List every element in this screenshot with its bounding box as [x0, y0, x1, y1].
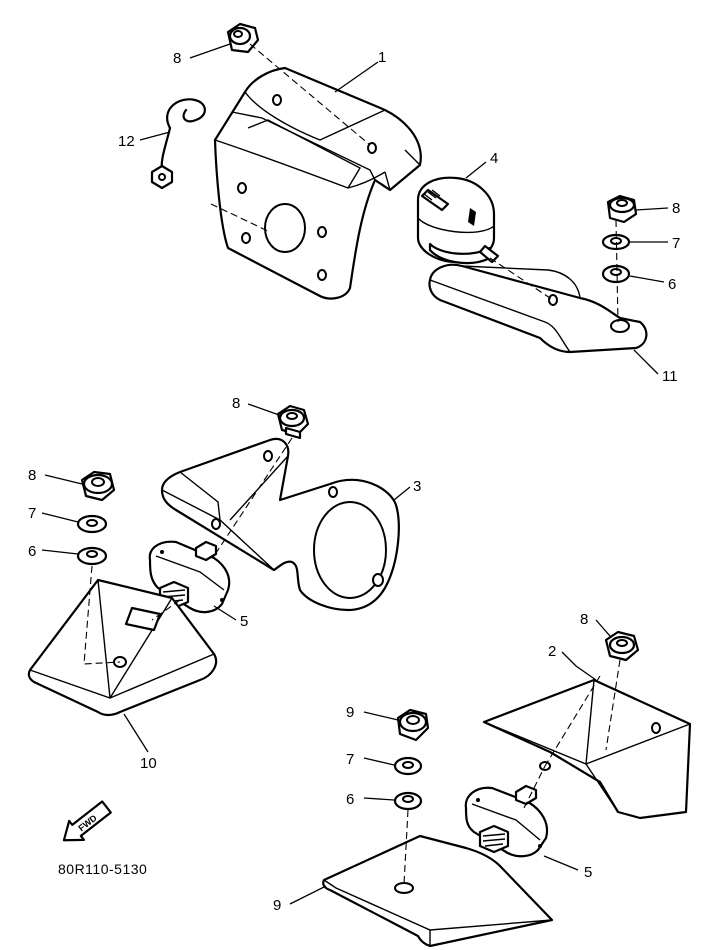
leader-lines [41, 43, 669, 905]
part-6-washer-bottom-left [393, 791, 423, 811]
part-label-7: 7 [672, 235, 680, 252]
part-11-bracket [428, 263, 648, 354]
part-labels: 8 1 12 4 8 7 6 11 8 3 8 7 6 5 10 8 2 9 7… [28, 49, 680, 914]
part-label-6: 6 [28, 543, 36, 560]
part-label-2: 2 [548, 643, 556, 660]
part-label-11: 11 [662, 368, 678, 385]
part-label-7: 7 [346, 751, 354, 768]
part-label-8: 8 [232, 395, 240, 412]
part-label-8: 8 [28, 467, 36, 484]
part-label-9: 9 [273, 897, 281, 914]
part-label-5: 5 [584, 864, 592, 881]
part-5-damper-middle [148, 540, 231, 614]
part-8-nut-bottom-right [604, 630, 640, 662]
part-7-washer-bottom-left [393, 756, 423, 776]
part-5-damper-bottom [464, 784, 549, 858]
part-label-7: 7 [28, 505, 36, 522]
part-label-10: 10 [140, 755, 157, 772]
part-label-6: 6 [346, 791, 354, 808]
part-label-8: 9 [346, 704, 354, 721]
part-8-nut-top-right [606, 194, 638, 224]
drawing-code: 80R110-5130 [58, 861, 147, 877]
part-label-4: 4 [490, 150, 498, 167]
part-8-nut-middle-left [80, 470, 116, 502]
part-6-washer-top-right [601, 264, 631, 284]
part-10-tray-bracket [27, 578, 218, 717]
part-6-washer-middle-left [76, 546, 108, 566]
fwd-arrow-icon: FWD [62, 800, 112, 842]
part-8-nut-middle-top [276, 404, 310, 440]
part-label-8: 8 [580, 611, 588, 628]
part-label-5: 5 [240, 613, 248, 630]
part-12-wire-clip [150, 98, 206, 190]
part-label-12: 12 [118, 133, 135, 150]
part-label-6: 6 [668, 276, 676, 293]
part-label-3: 3 [413, 478, 421, 495]
part-label-1: 1 [378, 49, 386, 66]
part-label-8: 8 [173, 50, 181, 67]
part-4-damper [416, 176, 500, 265]
part-8-nut-bottom-left [396, 708, 430, 742]
part-7-washer-middle-left [76, 514, 108, 534]
part-1-headlight-bracket [213, 66, 422, 300]
part-8-nut-top-left [226, 22, 260, 54]
part-label-8: 8 [672, 200, 680, 217]
part-3-mounting-stay [160, 437, 400, 612]
part-2-tray-bracket [482, 678, 692, 820]
